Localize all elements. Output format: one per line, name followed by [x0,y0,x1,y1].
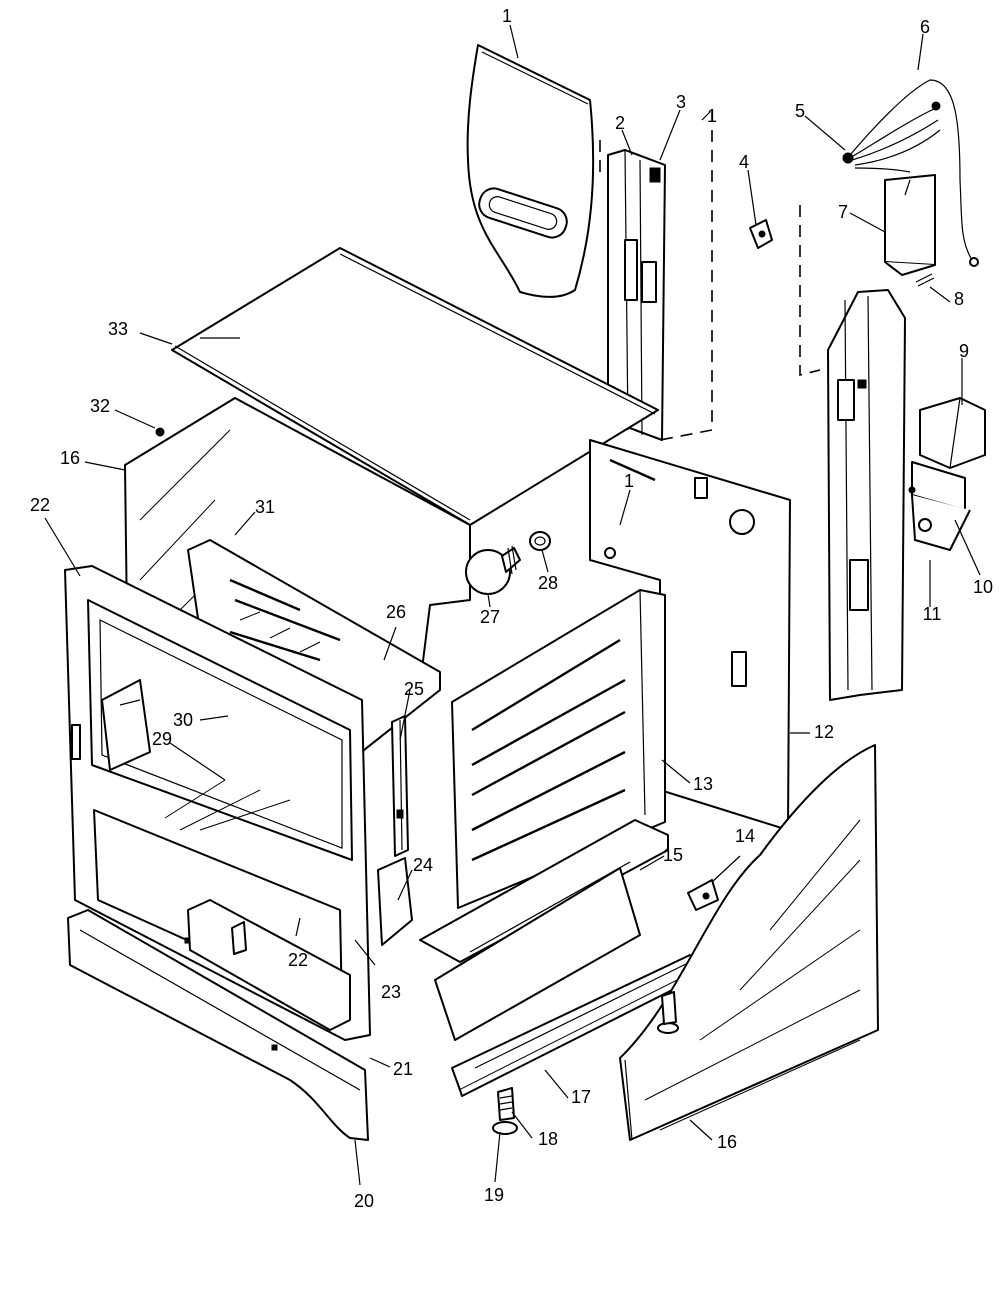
part-4-clip [749,219,773,249]
part-11-right-brace [827,289,906,701]
callout-2: 2 [615,113,625,133]
callout-16-right: 16 [717,1132,737,1152]
part-28-lamp-socket [529,531,551,551]
leader-lines [44,24,981,1186]
callout-12: 12 [814,722,834,742]
callout-14: 14 [735,826,755,846]
callout-24: 24 [413,855,433,875]
part-27-lamp-bulb [465,545,521,595]
callout-19: 19 [484,1185,504,1205]
callout-27: 27 [480,607,500,627]
callout-8: 8 [954,289,964,309]
callout-1c: 1 [624,471,634,491]
part-18-leveling-leg [497,1087,515,1121]
part-19-leg-foot [492,1121,518,1135]
part-14-clip [687,879,719,911]
part-20-kick-panel [67,909,369,1141]
callout-25: 25 [404,679,424,699]
part-29-oven-floor [164,779,291,831]
callout-4: 4 [739,152,749,172]
callout-3: 3 [676,92,686,112]
callout-6: 6 [920,17,930,37]
callout-17: 17 [571,1087,591,1107]
callout-11: 11 [923,604,942,624]
callout-32: 32 [90,396,110,416]
part-8-screw [915,273,935,287]
callout-labels: 1 2 3 1 4 5 6 7 8 9 10 11 33 32 16 22 31… [30,6,993,1211]
part-5-6-wire-harness [842,79,979,267]
callout-5: 5 [795,101,805,121]
callout-26: 26 [386,602,406,622]
callout-20: 20 [354,1191,374,1211]
callout-22-bottom: 22 [288,950,308,970]
callout-16-left: 16 [60,448,80,468]
part-24-small-panel [377,857,413,946]
callout-10: 10 [973,577,993,597]
callout-23: 23 [381,982,401,1002]
part-13-right-side-panel [451,589,666,909]
callout-30: 30 [173,710,193,730]
part-15-bottom-panel [419,819,669,1041]
callout-29: 29 [152,729,172,749]
part-1-shield [466,44,595,298]
part-2-3-upper-brace [607,149,666,441]
part-12-back-panel [589,439,791,831]
callout-21: 21 [393,1059,413,1079]
part-7-bracket [884,174,936,276]
callout-33: 33 [108,319,128,339]
part-25-side-bracket [391,715,409,857]
part-33-top-panel [171,247,659,526]
callout-1a: 1 [502,6,512,26]
callout-18: 18 [538,1129,558,1149]
callout-7: 7 [838,202,848,222]
callout-31: 31 [255,497,275,517]
callout-1b: 1 [707,106,717,126]
callout-15: 15 [663,845,683,865]
part-9-10-bracket-assembly [908,397,986,551]
callout-13: 13 [693,774,713,794]
part-21-bottom-rail [187,899,351,1031]
callout-28: 28 [538,573,558,593]
callout-9: 9 [959,341,969,361]
callout-22-top: 22 [30,495,50,515]
part-16-right-side-panel [619,744,879,1141]
